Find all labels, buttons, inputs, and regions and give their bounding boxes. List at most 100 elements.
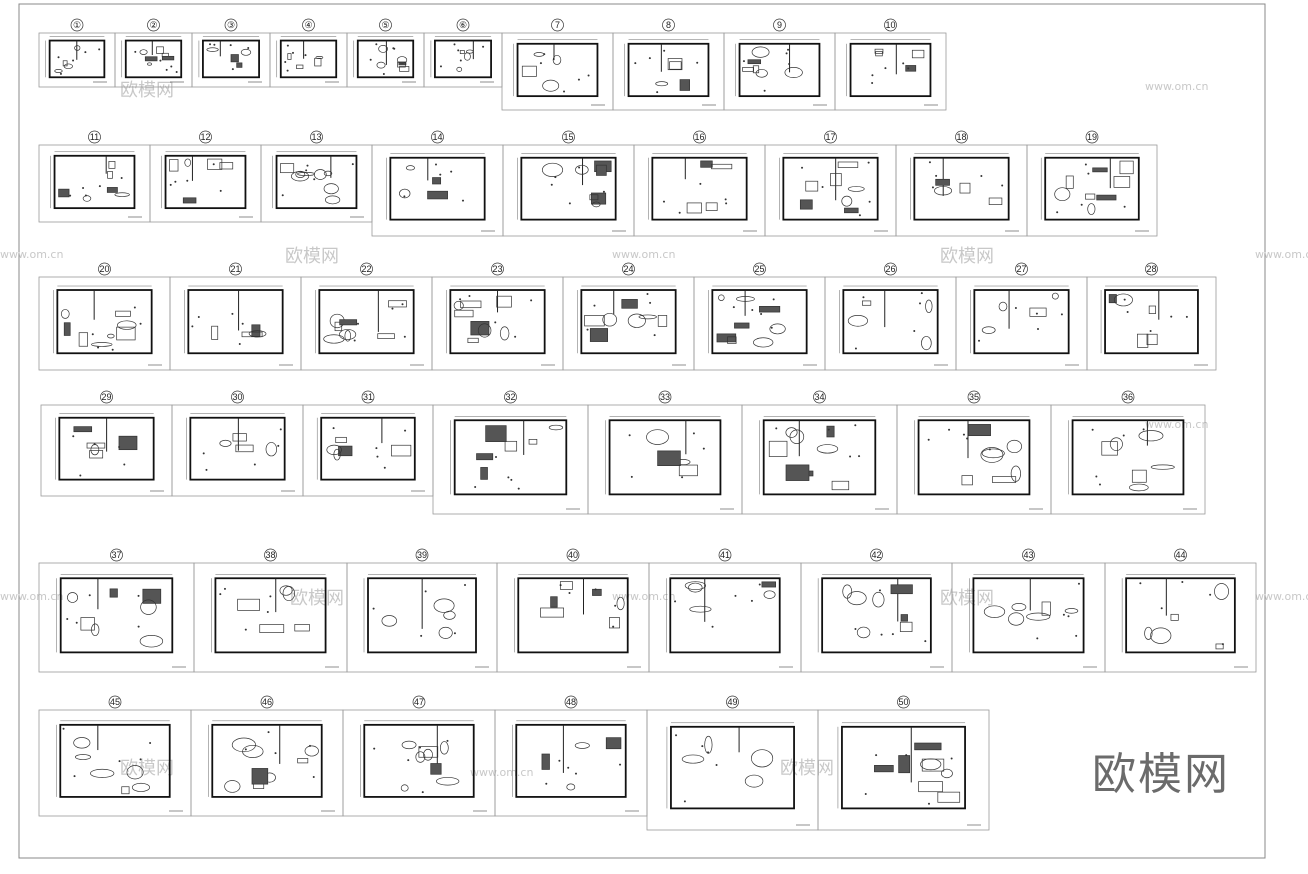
plan-drawing (846, 39, 938, 106)
watermark-text: 欧模网 (290, 588, 344, 609)
plan-drawing (353, 36, 416, 83)
plan-number: 32 (505, 392, 515, 402)
plan-drawing (198, 36, 262, 83)
floor-plan: 13 (260, 130, 373, 223)
floor-plan: 24 (562, 262, 695, 371)
plan-number: 35 (969, 392, 979, 402)
plan-drawing (430, 36, 494, 83)
plan-drawing (56, 720, 183, 812)
floor-plan: ③ (191, 18, 271, 88)
plan-number-circle (379, 18, 392, 32)
plan-drawing (386, 153, 495, 232)
plan-number: 11 (90, 132, 99, 142)
plan-drawing (276, 36, 339, 83)
plan-number: ③ (227, 20, 235, 30)
plan-drawing (914, 416, 1043, 510)
floor-plan: 10 (834, 18, 947, 111)
floor-plan: 39 (346, 548, 498, 673)
plan-number-circle (718, 548, 732, 562)
plan-drawing (514, 574, 641, 668)
plan-number-circle (310, 130, 323, 144)
plan-frame (951, 562, 1106, 673)
plan-drawing (577, 285, 686, 366)
floor-plan: 41 (648, 548, 802, 673)
floor-plan: 37 (38, 548, 195, 673)
plan-number: 38 (265, 550, 275, 560)
plan-number-circle (773, 18, 786, 32)
watermark-text: 欧模网 (780, 758, 834, 779)
floor-plan: 42 (800, 548, 953, 673)
plan-frame (693, 276, 826, 371)
floor-plan: ② (114, 18, 193, 88)
floor-plan: 50 (817, 695, 990, 831)
plan-number-circle (110, 548, 123, 562)
plan-drawing (837, 722, 981, 826)
floor-plan: 44 (1104, 548, 1257, 673)
plan-number: 39 (417, 550, 427, 560)
plan-number-circle (147, 18, 160, 32)
plan-number: 48 (566, 697, 576, 707)
plan-number-circle (456, 18, 470, 32)
plan-number: 37 (111, 550, 121, 560)
floor-plan: ⑤ (346, 18, 425, 88)
plan-number-circle (88, 130, 101, 144)
plan-number-circle (302, 18, 315, 32)
plan-frame (190, 709, 344, 817)
plan-drawing (186, 413, 295, 492)
plan-frame (955, 276, 1088, 371)
plan-drawing (512, 720, 639, 812)
plan-drawing (55, 413, 164, 492)
plan-drawing (161, 151, 253, 218)
plan-number: 14 (432, 132, 442, 142)
plan-number: 31 (363, 392, 373, 402)
floor-plan: ⑥ (423, 18, 503, 88)
plan-drawing (211, 574, 339, 668)
plan-number: 9 (777, 20, 782, 30)
plan-drawing (1121, 574, 1248, 668)
floor-plan: 34 (741, 390, 898, 515)
plan-number-circle (1015, 262, 1028, 276)
plan-number-circle (884, 18, 897, 32)
plan-number: 27 (1016, 264, 1026, 274)
plan-drawing (184, 285, 293, 366)
plan-number: 41 (720, 550, 730, 560)
watermark-text: 欧模网 (120, 758, 174, 779)
plan-frame (171, 404, 304, 497)
plan-drawing (56, 574, 186, 668)
plan-drawing (970, 285, 1079, 366)
plan-number: 47 (414, 697, 424, 707)
plan-frame (193, 562, 348, 673)
plan-frame (800, 562, 953, 673)
plan-frame (432, 404, 589, 515)
plan-drawing (969, 574, 1097, 668)
plan-frame (302, 404, 434, 497)
watermark-text: 欧模网 (940, 246, 994, 267)
plan-number-circle (564, 695, 578, 709)
plan-drawing (624, 39, 716, 106)
plan-number-circle (491, 262, 504, 276)
plan-number-circle (1085, 130, 1099, 144)
floor-plan: 32 (432, 390, 589, 515)
plan-frame (38, 276, 171, 371)
floor-plan: 35 (896, 390, 1052, 515)
plan-number: ⑥ (459, 20, 467, 30)
floor-plan: 25 (693, 262, 826, 371)
plan-number: 30 (232, 392, 242, 402)
plan-number: 12 (200, 132, 210, 142)
plan-number-circle (108, 695, 122, 709)
plan-drawing (450, 416, 580, 510)
floor-plan: ④ (269, 18, 348, 88)
floor-plan: 40 (496, 548, 650, 673)
plan-number: ② (149, 20, 157, 30)
plan-number-circle (726, 695, 739, 709)
plan-drawing (50, 151, 142, 218)
plan-frame (834, 32, 947, 111)
plan-number-circle (662, 18, 675, 32)
plan-frame (896, 404, 1052, 515)
plan-drawing (1068, 416, 1197, 510)
floor-plan: 36 (1050, 390, 1206, 515)
plan-number-circle (967, 390, 981, 404)
plan-drawing (1040, 153, 1149, 232)
plan-drawing (316, 413, 425, 492)
